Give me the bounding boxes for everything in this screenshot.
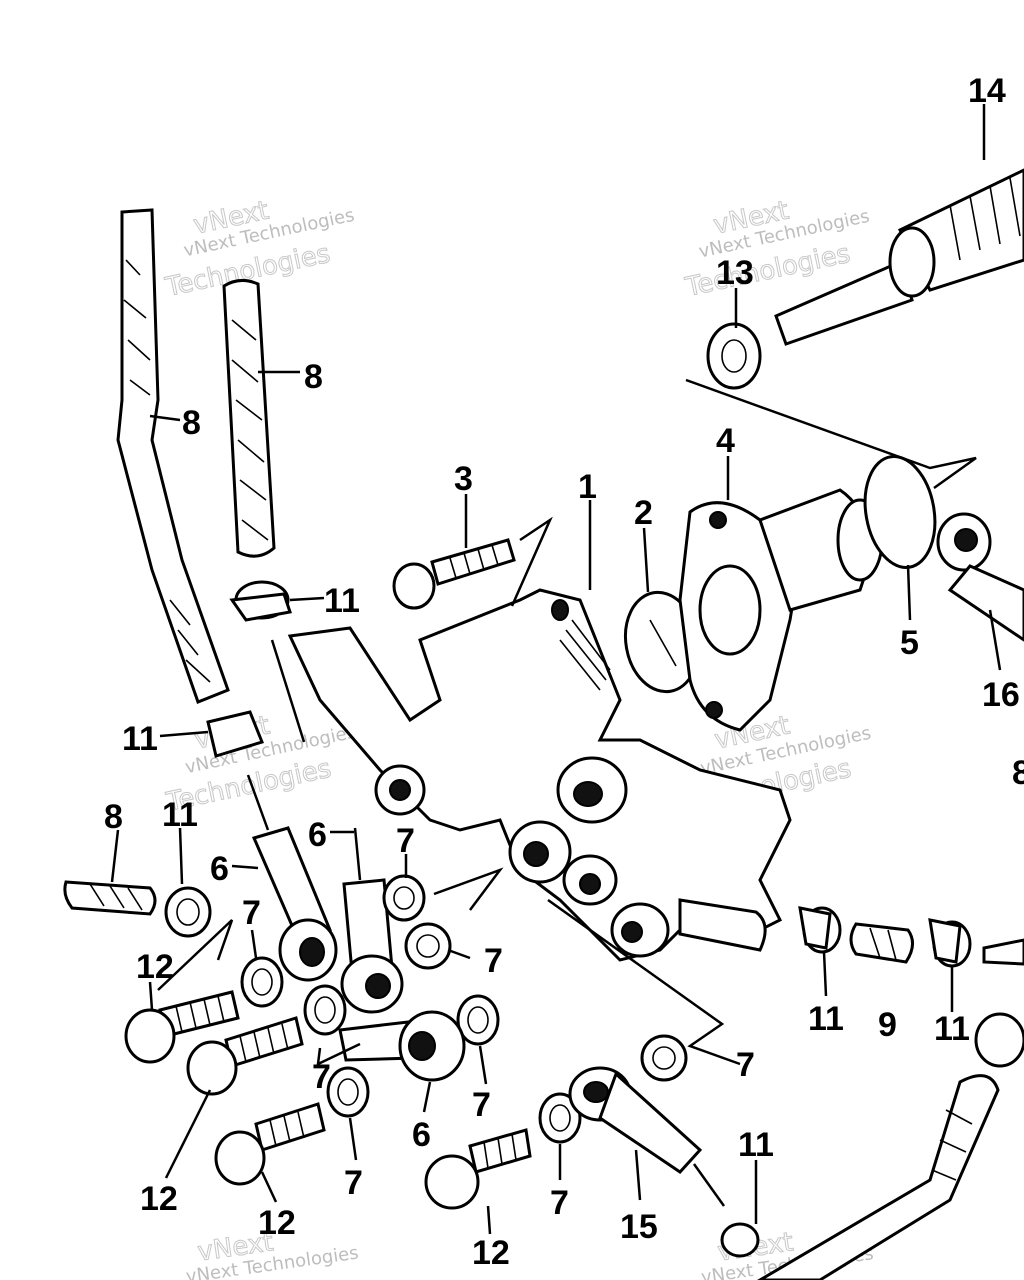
callout-8-edge: 8: [1012, 754, 1024, 792]
callout-7-g: 7: [344, 1164, 363, 1202]
callout-8-bottom-left: 8: [104, 798, 123, 836]
o-ring-large: [863, 455, 937, 569]
callout-11-bottom-left: 11: [162, 796, 198, 834]
watermark-top-right: vNext vNext Technologies Technologies: [682, 195, 872, 303]
callout-3: 3: [454, 460, 473, 498]
hose-bottom-left: [63, 880, 157, 916]
banjo-bolt-1: [124, 990, 240, 1064]
banjo-bolt-2: [186, 1016, 304, 1096]
watermark-bottom-left: vNext vNext Technologies: [185, 1227, 360, 1280]
callout-7-b: 7: [242, 894, 261, 932]
callout-12-a: 12: [136, 948, 174, 986]
hose-bottom-right: [757, 1074, 1000, 1280]
callout-labels: 14 13 4 1 3 2 5 16 8 8 8 11 11 8 11 6 6 …: [104, 72, 1024, 1272]
callout-8-short-hose: 8: [304, 358, 323, 396]
hose-9: [849, 922, 914, 964]
pump-housing: [678, 488, 884, 732]
hose-clip-bottom: [720, 1222, 760, 1258]
hose-short: [222, 279, 276, 558]
leader-lines: [110, 104, 1002, 1235]
banjo-bolt-4: [424, 1128, 532, 1210]
callout-7-f: 7: [736, 1046, 755, 1084]
callout-15: 15: [620, 1208, 658, 1246]
callout-1: 1: [578, 468, 597, 506]
pump-bolt: [392, 538, 516, 610]
callout-12-b: 12: [140, 1180, 178, 1218]
washer-group: [240, 874, 688, 1144]
callout-16: 16: [982, 676, 1020, 714]
callout-7-d: 7: [312, 1058, 331, 1096]
callout-8-long-hose: 8: [182, 404, 201, 442]
hose-clip-bottom-left: [164, 886, 212, 938]
callout-4: 4: [716, 422, 735, 460]
callout-12-c: 12: [258, 1204, 296, 1242]
banjo-fitting-center: [340, 827, 404, 1014]
callout-5: 5: [900, 624, 919, 662]
callout-14: 14: [968, 72, 1006, 110]
callout-7-a: 7: [396, 822, 415, 860]
callout-6-lower: 6: [412, 1116, 431, 1154]
callout-7-e: 7: [472, 1086, 491, 1124]
callout-12-d: 12: [472, 1234, 510, 1272]
callout-11-left: 11: [122, 720, 158, 758]
callout-11-right-1: 11: [808, 1000, 844, 1038]
drive-shaft: [774, 168, 1024, 346]
watermark-mid-left: vNext vNext Technologies Technologies: [163, 710, 358, 818]
callout-11-upper: 11: [324, 582, 360, 620]
oil-pump-body: [287, 588, 792, 962]
callout-11-bottom: 11: [738, 1126, 774, 1164]
banjo-fitting-15: [568, 1066, 726, 1207]
banjo-bolt-3: [214, 1102, 326, 1186]
callout-7-c: 7: [484, 942, 503, 980]
hose-clip-right-1: [798, 906, 842, 954]
banjo-fitting-left: [246, 774, 338, 982]
callout-13: 13: [716, 254, 754, 292]
fitting-right-edge: [974, 938, 1024, 1068]
callout-2: 2: [634, 494, 653, 532]
washer-13: [706, 322, 762, 390]
hose-long-left: [116, 208, 230, 704]
callout-7-h: 7: [550, 1184, 569, 1222]
callout-9: 9: [878, 1006, 897, 1044]
hose-clip-upper: [229, 580, 292, 622]
elbow-fitting-16: [936, 512, 1024, 642]
hose-clip-left: [206, 710, 264, 758]
callout-6-center: 6: [308, 816, 327, 854]
callout-11-right-2: 11: [934, 1010, 970, 1048]
callout-6-left: 6: [210, 850, 229, 888]
banjo-fitting-lower: [338, 1010, 466, 1082]
hose-clip-right-2: [928, 918, 972, 968]
